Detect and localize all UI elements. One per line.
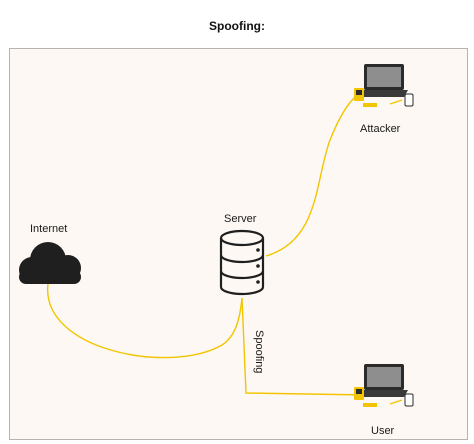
internet-label: Internet xyxy=(30,223,68,235)
database-server-icon xyxy=(219,229,265,296)
user-label: User xyxy=(371,425,395,437)
attacker-laptop-icon xyxy=(354,64,414,107)
user-laptop-icon xyxy=(354,364,414,407)
attacker-label: Attacker xyxy=(360,123,401,135)
diagram-title: Spoofing: xyxy=(209,19,265,33)
server-status-dots xyxy=(256,248,260,284)
spoofing-edge-label: Spoofing xyxy=(253,330,265,373)
server-attacker-connection xyxy=(265,89,369,257)
server-label: Server xyxy=(224,213,257,225)
cloud-icon xyxy=(19,242,81,284)
server-user-connection xyxy=(241,297,367,396)
internet-server-connection xyxy=(47,283,243,359)
